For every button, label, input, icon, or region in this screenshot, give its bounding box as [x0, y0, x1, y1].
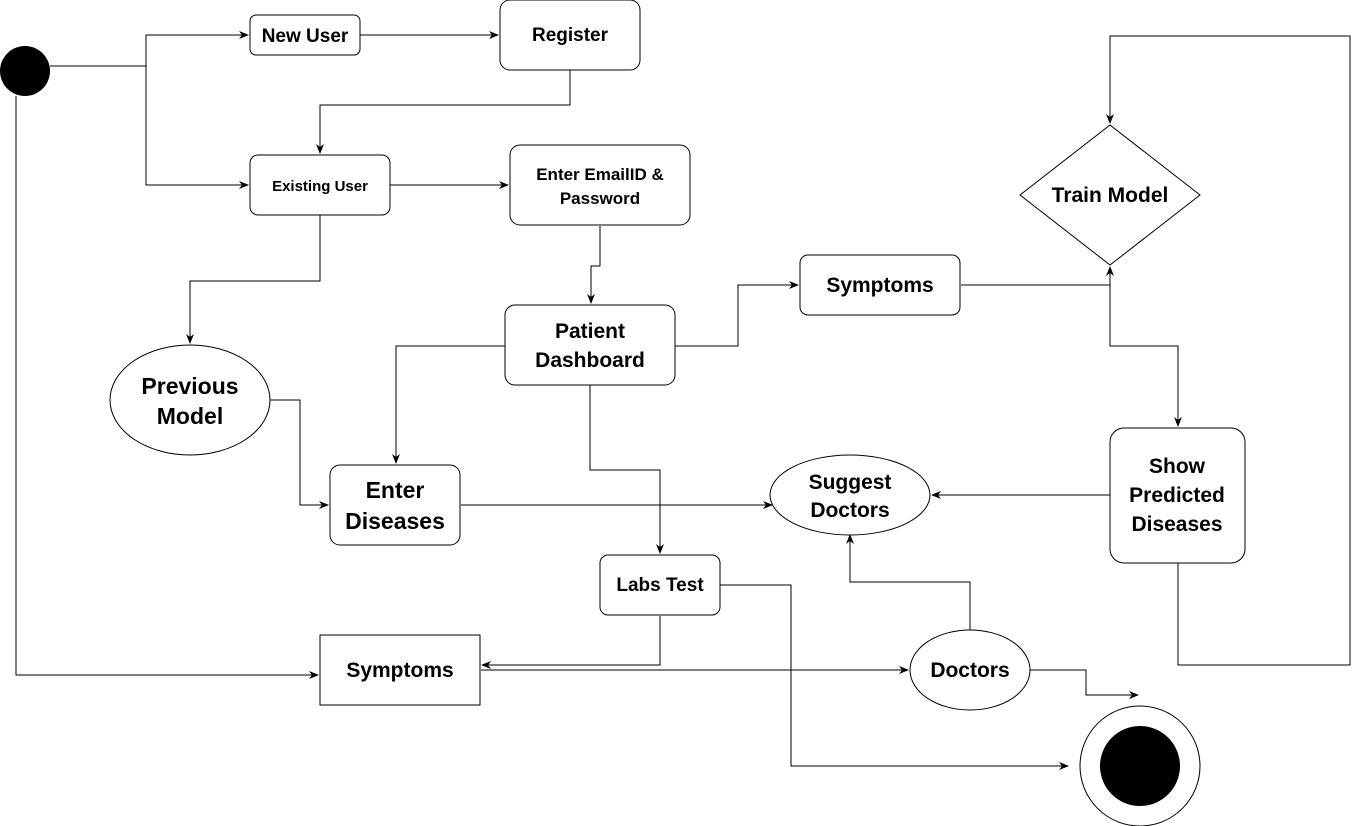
node-train-model: Train Model — [1019, 124, 1201, 266]
node-existing-user: Existing User — [249, 154, 391, 216]
existing-user-label: Existing User — [272, 178, 368, 195]
edges — [15, 31, 1351, 770]
train-model-label: Train Model — [1052, 184, 1169, 207]
enter-email-label-line2: Password — [560, 189, 640, 208]
edge-doctors-to-suggest-doctors — [846, 534, 971, 631]
node-enter-diseases: Enter Diseases — [329, 464, 461, 546]
enter-diseases-label-line1: Enter — [366, 477, 425, 503]
node-labs-test: Labs Test — [599, 554, 721, 616]
enter-diseases-label-line2: Diseases — [345, 508, 445, 534]
edge-start-to-new-user — [50, 31, 249, 67]
edge-labs-test-to-symptoms-bottom — [481, 616, 661, 669]
node-doctors: Doctors — [909, 629, 1031, 711]
show-predicted-label-line1: Show — [1149, 455, 1206, 478]
node-show-predicted-diseases: Show Predicted Diseases — [1109, 427, 1246, 564]
patient-dashboard-label-line2: Dashboard — [535, 349, 645, 372]
doctors-label: Doctors — [930, 659, 1009, 682]
suggest-doctors-label-line2: Doctors — [810, 499, 889, 522]
end-node — [1079, 705, 1201, 826]
previous-model-label-line2: Model — [157, 403, 223, 429]
node-suggest-doctors: Suggest Doctors — [769, 454, 931, 536]
edge-doctors-to-end — [1030, 669, 1139, 699]
edge-symptoms-top-to-show-predicted — [1109, 285, 1182, 427]
node-register: Register — [499, 0, 641, 71]
previous-model-label-line1: Previous — [141, 373, 238, 399]
labs-test-label: Labs Test — [616, 575, 704, 596]
symptoms-top-label: Symptoms — [826, 274, 933, 297]
edge-labs-test-to-end — [720, 584, 1069, 770]
node-enter-email-password: Enter EmailID & Password — [509, 144, 691, 226]
edge-email-to-dashboard — [587, 226, 601, 304]
new-user-label: New User — [262, 26, 349, 47]
show-predicted-label-line2: Predicted — [1129, 484, 1225, 507]
node-patient-dashboard: Patient Dashboard — [504, 304, 676, 386]
node-symptoms-bottom: Symptoms — [319, 634, 481, 706]
suggest-doctors-label-line1: Suggest — [809, 471, 892, 494]
show-predicted-label-line3: Diseases — [1131, 513, 1222, 536]
edge-start-to-existing-user — [145, 66, 249, 189]
edge-register-to-existing-user — [316, 70, 571, 154]
edge-symptoms-top-to-train-model — [961, 266, 1114, 286]
node-previous-model: Previous Model — [109, 344, 271, 456]
edge-dashboard-to-symptoms-top — [675, 281, 799, 347]
node-symptoms-top: Symptoms — [799, 254, 961, 316]
edge-dashboard-to-enter-diseases — [392, 345, 505, 464]
patient-dashboard-label-line1: Patient — [555, 320, 625, 343]
edge-existing-user-to-previous-model — [186, 215, 321, 344]
register-label: Register — [532, 25, 609, 46]
edge-start-to-symptoms-bottom — [15, 96, 319, 679]
edge-dashboard-to-labs-test — [589, 385, 664, 554]
start-node — [0, 46, 50, 96]
edge-previous-model-to-enter-diseases — [270, 399, 329, 509]
edge-show-predicted-loop-to-train-model — [1106, 35, 1351, 666]
enter-email-label-line1: Enter EmailID & — [536, 165, 664, 184]
node-new-user: New User — [249, 14, 361, 56]
symptoms-bottom-label: Symptoms — [346, 659, 453, 682]
